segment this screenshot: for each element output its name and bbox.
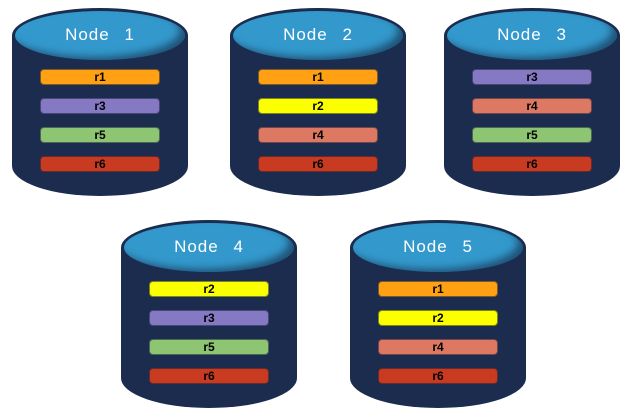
replica-label: r2 [203, 282, 215, 296]
replica-bar-r6: r6 [40, 156, 160, 172]
replica-label: r1 [94, 70, 106, 84]
replica-list: r1 r2 r4 r6 [350, 281, 526, 384]
replica-label: r4 [526, 99, 538, 113]
replica-list: r1 r3 r5 r6 [12, 69, 188, 172]
replica-bar-r5: r5 [40, 127, 160, 143]
replica-label: r6 [203, 369, 215, 383]
replica-label: r6 [526, 157, 538, 171]
cylinder-top-ellipse [350, 220, 526, 275]
replica-label: r5 [526, 128, 538, 142]
replica-bar-r4: r4 [258, 127, 378, 143]
replica-bar-r2: r2 [258, 98, 378, 114]
node-3-cylinder: Node 3 r3 r4 r5 r6 [444, 8, 620, 196]
replica-bar-r6: r6 [149, 368, 269, 384]
node-title: Node 1 [65, 24, 135, 44]
replica-bar-r2: r2 [378, 310, 498, 326]
replica-label: r3 [203, 311, 215, 325]
replica-bar-r6: r6 [378, 368, 498, 384]
replica-label: r2 [312, 99, 324, 113]
node-1-cylinder: Node 1 r1 r3 r5 r6 [12, 8, 188, 196]
replica-bar-r4: r4 [378, 339, 498, 355]
replica-bar-r1: r1 [40, 69, 160, 85]
replica-bar-r3: r3 [149, 310, 269, 326]
node-title: Node 4 [174, 236, 244, 256]
replica-bar-r5: r5 [149, 339, 269, 355]
replica-label: r5 [94, 128, 106, 142]
replica-bar-r3: r3 [40, 98, 160, 114]
node-title: Node 3 [497, 24, 567, 44]
cylinder-top-ellipse [12, 8, 188, 63]
replica-list: r1 r2 r4 r6 [230, 69, 406, 172]
replica-label: r4 [312, 128, 324, 142]
replica-label: r3 [94, 99, 106, 113]
replica-bar-r6: r6 [472, 156, 592, 172]
node-title: Node 2 [283, 24, 353, 44]
replica-label: r6 [432, 369, 444, 383]
replica-label: r2 [432, 311, 444, 325]
replica-list: r3 r4 r5 r6 [444, 69, 620, 172]
replica-bar-r2: r2 [149, 281, 269, 297]
cylinder-top-ellipse [230, 8, 406, 63]
node-4-cylinder: Node 4 r2 r3 r5 r6 [121, 220, 297, 408]
replica-bar-r1: r1 [258, 69, 378, 85]
replica-bar-r6: r6 [258, 156, 378, 172]
node-title: Node 5 [403, 236, 473, 256]
replica-label: r6 [312, 157, 324, 171]
cylinder-top-ellipse [121, 220, 297, 275]
replica-label: r6 [94, 157, 106, 171]
replica-bar-r5: r5 [472, 127, 592, 143]
cylinder-top-ellipse [444, 8, 620, 63]
replica-list: r2 r3 r5 r6 [121, 281, 297, 384]
replica-label: r1 [312, 70, 324, 84]
replica-bar-r4: r4 [472, 98, 592, 114]
replica-label: r4 [432, 340, 444, 354]
replica-bar-r1: r1 [378, 281, 498, 297]
node-5-cylinder: Node 5 r1 r2 r4 r6 [350, 220, 526, 408]
replica-label: r3 [526, 70, 538, 84]
replica-bar-r3: r3 [472, 69, 592, 85]
node-2-cylinder: Node 2 r1 r2 r4 r6 [230, 8, 406, 196]
replica-label: r1 [432, 282, 444, 296]
replica-label: r5 [203, 340, 215, 354]
